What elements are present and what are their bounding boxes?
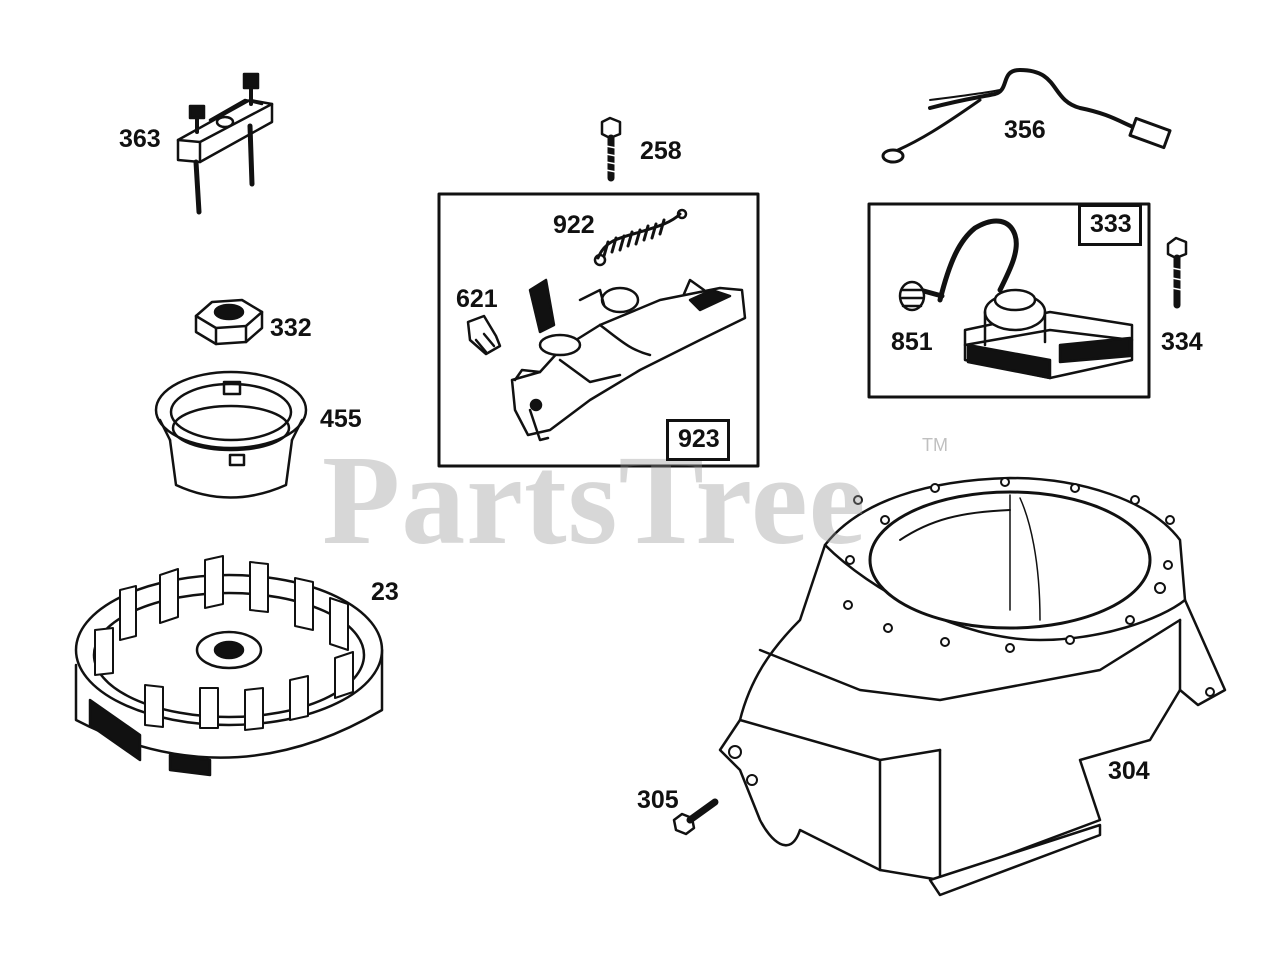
callout-356[interactable]: 356 [1004, 116, 1046, 144]
part-851-cap[interactable] [898, 280, 926, 312]
part-305-screw[interactable] [672, 798, 719, 836]
part-621-clip[interactable] [466, 314, 502, 356]
part-258-bolt[interactable] [600, 116, 622, 182]
callout-304[interactable]: 304 [1108, 757, 1150, 785]
part-356-wire[interactable] [881, 68, 1172, 164]
callout-333[interactable]: 333 [1078, 204, 1142, 246]
part-332-nut[interactable] [194, 298, 264, 346]
part-922-spring[interactable] [593, 208, 688, 267]
part-304-blower-housing[interactable] [718, 476, 1227, 897]
part-363-bracket[interactable] [176, 72, 274, 215]
callout-23[interactable]: 23 [371, 578, 399, 606]
part-334-bolt[interactable] [1166, 236, 1188, 309]
callout-305[interactable]: 305 [637, 786, 679, 814]
callout-334[interactable]: 334 [1161, 328, 1203, 356]
callout-363[interactable]: 363 [119, 125, 161, 153]
part-455-cup[interactable] [154, 370, 308, 499]
callout-455[interactable]: 455 [320, 405, 362, 433]
callout-923[interactable]: 923 [666, 419, 730, 461]
callout-332[interactable]: 332 [270, 314, 312, 342]
watermark-trademark: TM [922, 435, 948, 455]
watermark-text: PartsTree [322, 429, 867, 571]
callout-922[interactable]: 922 [553, 211, 595, 239]
callout-258[interactable]: 258 [640, 137, 682, 165]
callout-621[interactable]: 621 [456, 285, 498, 313]
callout-851[interactable]: 851 [891, 328, 933, 356]
part-23-flywheel[interactable] [74, 555, 384, 777]
